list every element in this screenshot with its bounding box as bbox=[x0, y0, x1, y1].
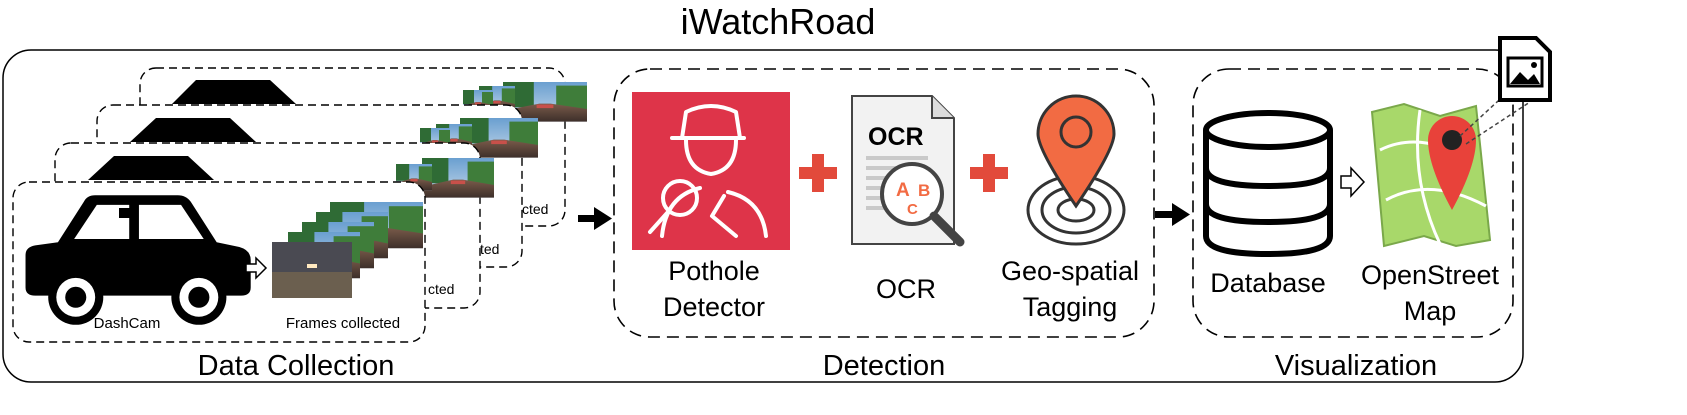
dashcam-label: DashCam bbox=[94, 315, 161, 332]
frames-stack-icon bbox=[272, 202, 423, 298]
detective-search-icon bbox=[632, 92, 790, 250]
map-label-line2: Map bbox=[1404, 296, 1457, 326]
arrow-to-detection bbox=[578, 207, 612, 230]
frames-collected-label: Frames collected bbox=[286, 315, 400, 332]
geo-label-line1: Geo-spatial bbox=[1001, 256, 1139, 286]
ocr-letter-a: A bbox=[896, 180, 910, 201]
location-pin-icon bbox=[1026, 94, 1126, 246]
data-collection-section: cted ted cted DashCam bbox=[12, 67, 587, 382]
ocr-doc-heading: OCR bbox=[868, 123, 924, 151]
pothole-label-line2: Detector bbox=[663, 292, 765, 322]
arrow-to-visualization bbox=[1155, 203, 1190, 226]
section-label-visualization: Visualization bbox=[1275, 350, 1437, 382]
image-file-icon bbox=[1498, 36, 1552, 102]
visualization-section: Database OpenStreet Map Visualization bbox=[1192, 36, 1552, 382]
card-1-car-roof bbox=[88, 156, 214, 180]
ocr-label: OCR bbox=[876, 274, 936, 304]
database-label: Database bbox=[1210, 268, 1326, 298]
geo-label-line2: Tagging bbox=[1023, 292, 1118, 322]
ocr-letter-b: B bbox=[918, 181, 930, 200]
section-label-detection: Detection bbox=[823, 350, 946, 382]
plus-icon-2 bbox=[970, 154, 1008, 192]
card-2-car-roof bbox=[130, 118, 256, 142]
ocr-letter-c: C bbox=[907, 201, 918, 218]
pothole-label-line1: Pothole bbox=[668, 256, 760, 286]
database-icon bbox=[1203, 110, 1333, 258]
card-2-label-fragment: ted bbox=[480, 241, 499, 257]
outer-container bbox=[2, 49, 1524, 383]
detection-section: Pothole Detector OCR A B C OCR bbox=[613, 68, 1155, 382]
camera-icon bbox=[119, 208, 138, 218]
ocr-document-icon: OCR A B C bbox=[851, 95, 965, 247]
plus-icon-1 bbox=[799, 154, 837, 192]
map-icon bbox=[1370, 102, 1492, 248]
visualization-box bbox=[1192, 68, 1514, 338]
map-label-line1: OpenStreet bbox=[1361, 260, 1500, 290]
small-arrow-icon-2 bbox=[1340, 166, 1366, 198]
small-arrow-icon bbox=[245, 256, 268, 280]
diagram-title: iWatchRoad bbox=[681, 1, 876, 42]
card-1-label-fragment: cted bbox=[428, 281, 454, 297]
section-label-data-collection: Data Collection bbox=[198, 350, 395, 382]
card-3-label-fragment: cted bbox=[522, 201, 548, 217]
detection-box bbox=[613, 68, 1155, 338]
card-3-car-roof bbox=[172, 80, 296, 104]
